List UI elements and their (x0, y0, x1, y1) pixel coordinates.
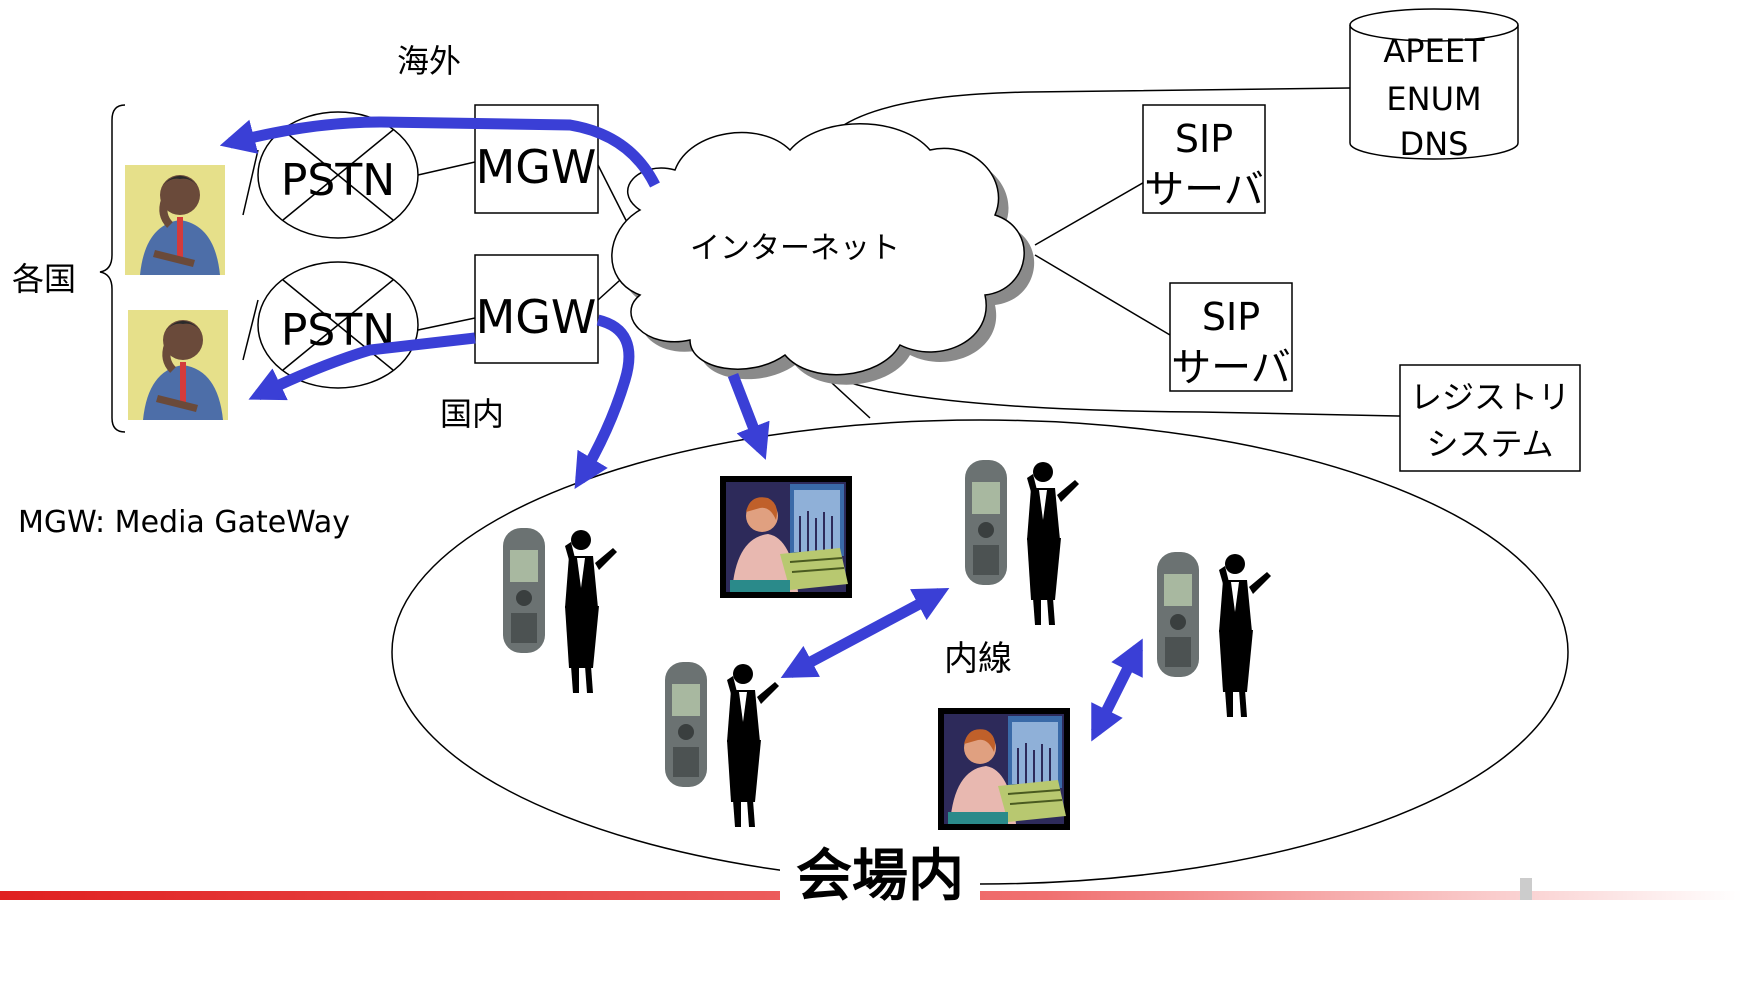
extension-label: 内線 (944, 639, 1012, 679)
mobile-phone-user-icon-3 (965, 460, 1079, 625)
link-pstn-top-person (242, 149, 259, 216)
venue-title: 会場内 (796, 844, 964, 909)
mobile-phone-user-icon-1 (503, 528, 617, 693)
countries-label: 各国 (12, 260, 76, 298)
pstn-top-label: PSTN (281, 155, 395, 206)
registry-line2: システム (1426, 425, 1553, 463)
db-label-2: ENUM (1386, 80, 1481, 118)
person-on-phone-icon-bottom (128, 310, 228, 420)
link-pstn-mgw-top (417, 161, 476, 176)
flow-arrow-extension-1 (780, 588, 950, 678)
link-pstn-bottom-person (242, 299, 259, 361)
db-label-3: DNS (1400, 125, 1469, 163)
mobile-phone-user-icon-4 (1157, 552, 1271, 717)
operator-at-desk-icon-1 (719, 475, 853, 599)
flow-arrow-to-mobile-1 (574, 314, 635, 490)
mgw-top-label: MGW (476, 140, 597, 194)
link-pstn-mgw-bottom (417, 317, 476, 331)
sip-server-2-box (1169, 282, 1293, 392)
internet-cloud (611, 123, 1035, 385)
registry-line1: レジストリ (1410, 378, 1570, 416)
mobile-phone-user-icon-2 (665, 662, 779, 827)
mgw-bottom-label: MGW (476, 290, 597, 344)
domestic-label: 国内 (440, 395, 504, 433)
person-on-phone-icon-top (125, 165, 225, 275)
sip-server-2-line2: サーバ (1171, 345, 1291, 391)
flow-arrow-overseas (219, 116, 660, 188)
apeet-enum-dns-database (1349, 8, 1519, 160)
sip-server-2-line1: SIP (1202, 295, 1260, 339)
link-cloud-registry (819, 371, 1401, 417)
corner-mark (1520, 878, 1532, 900)
registry-system-box (1399, 364, 1581, 472)
mgw-legend: MGW: Media GateWay (18, 505, 350, 540)
db-label-1: APEET (1383, 32, 1485, 70)
internet-label: インターネット (690, 231, 900, 266)
sip-server-1-box (1142, 104, 1266, 214)
operator-at-desk-icon-2 (937, 707, 1071, 831)
countries-bracket (99, 104, 126, 433)
sip-server-1-line1: SIP (1175, 117, 1233, 161)
link-cloud-sip1 (1034, 179, 1149, 246)
venue-title-backdrop (780, 840, 980, 900)
sip-server-1-line2: サーバ (1144, 167, 1264, 213)
pstn-top (257, 111, 419, 239)
pstn-bottom (257, 261, 419, 389)
link-cloud-sip2 (1034, 254, 1171, 336)
mgw-bottom-box (474, 254, 599, 364)
overseas-label: 海外 (397, 42, 461, 80)
flow-arrow-to-operator-1 (727, 373, 770, 460)
flow-arrow-domestic (248, 332, 476, 401)
flow-arrow-extension-2 (1091, 638, 1143, 742)
